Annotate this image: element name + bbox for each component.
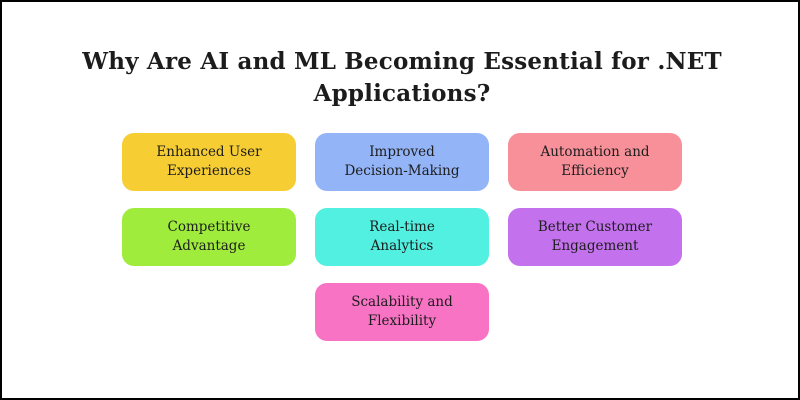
benefit-card-label: Real-time Analytics [369,219,435,254]
benefit-card-real-time-analytics: Real-time Analytics [315,208,489,266]
benefit-card-improved-decision-making: Improved Decision-Making [315,133,489,191]
benefit-card-label: Better Customer Engagement [537,219,653,254]
page-title: Why Are AI and ML Becoming Essential for… [62,46,742,110]
benefit-card-label: Competitive Advantage [167,219,251,254]
benefit-card-label: Scalability and Flexibility [351,294,453,329]
benefit-card-automation-and-efficiency: Automation and Efficiency [508,133,682,191]
benefit-card-better-customer-engagement: Better Customer Engagement [508,208,682,266]
benefit-card-competitive-advantage: Competitive Advantage [122,208,296,266]
page-title-line-1: Why Are AI and ML Becoming Essential for… [82,48,722,75]
benefit-card-enhanced-user-experiences: Enhanced User Experiences [122,133,296,191]
benefit-card-label: Enhanced User Experiences [156,144,262,179]
benefit-card-label: Automation and Efficiency [540,144,650,179]
page-title-line-2: Applications? [313,80,491,107]
benefit-card-scalability-and-flexibility: Scalability and Flexibility [315,283,489,341]
benefit-card-label: Improved Decision-Making [344,144,460,179]
